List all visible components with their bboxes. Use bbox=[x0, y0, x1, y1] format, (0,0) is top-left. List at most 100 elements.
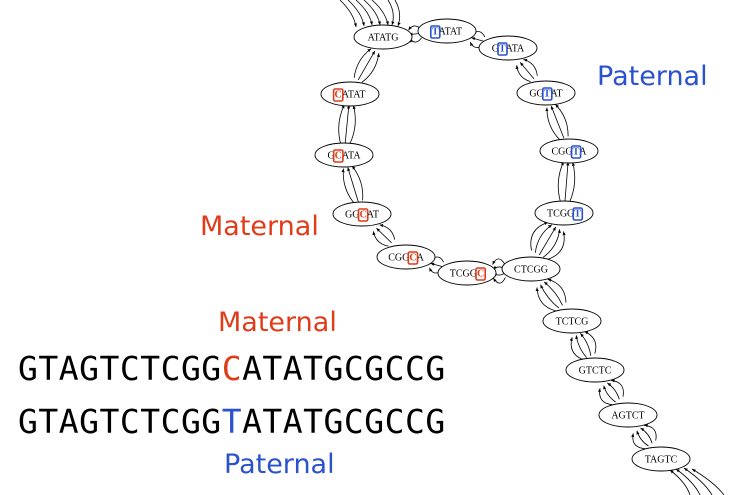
maternal-sequence-label: Maternal bbox=[218, 307, 337, 338]
kmer-node-label: TCTCG bbox=[556, 317, 589, 328]
variant-highlight-box bbox=[497, 42, 508, 56]
paternal-sequence-prefix: GTAGTCTCGG bbox=[18, 402, 222, 441]
kmer-node-shape bbox=[539, 138, 599, 164]
kmer-node-gcata: GCATA bbox=[314, 142, 374, 168]
kmer-node-cggca: CGGCA bbox=[376, 244, 436, 270]
kmer-node-shape bbox=[320, 81, 380, 107]
graph-edge bbox=[538, 226, 557, 256]
kmer-node-shape bbox=[376, 244, 436, 270]
kmer-node-label: CATAT bbox=[335, 90, 366, 101]
graph-edge bbox=[344, 104, 351, 145]
kmer-node-shape bbox=[565, 357, 625, 383]
graph-edge bbox=[347, 167, 359, 202]
graph-edge bbox=[603, 385, 616, 403]
variant-highlight-box bbox=[429, 25, 441, 39]
variant-highlight-box bbox=[357, 208, 369, 222]
graph-edge-stub bbox=[371, 0, 390, 26]
maternal-graph-label: Maternal bbox=[200, 211, 319, 242]
graph-edge bbox=[376, 227, 392, 244]
graph-edge bbox=[349, 105, 356, 145]
graph-edge-stub bbox=[669, 469, 691, 495]
variant-highlight-box bbox=[572, 207, 584, 221]
kmer-node-label: ATATG bbox=[368, 33, 399, 44]
graph-edge bbox=[530, 221, 549, 251]
graph-edge bbox=[636, 430, 649, 447]
graph-edge bbox=[584, 331, 597, 354]
graph-edge bbox=[515, 65, 531, 82]
graph-edge bbox=[492, 258, 505, 265]
kmer-node-tctcg: TCTCG bbox=[542, 308, 602, 334]
graph-edge bbox=[372, 231, 389, 247]
kmer-node-shape bbox=[353, 24, 413, 50]
variant-highlight-box bbox=[570, 145, 582, 159]
kmer-node-catat: CATAT bbox=[320, 81, 380, 107]
graph-edge bbox=[546, 231, 566, 260]
graph-edge bbox=[640, 427, 653, 444]
kmer-node-tagtc: TAGTC bbox=[631, 446, 691, 472]
kmer-node-shape bbox=[478, 35, 538, 61]
paternal-sequence: GTAGTCTCGGTATATGCGCCG bbox=[18, 405, 446, 438]
graph-edge bbox=[555, 104, 569, 137]
graph-edge bbox=[535, 287, 556, 312]
kmer-node-shape bbox=[631, 446, 691, 472]
kmer-node-tatat: TATAT bbox=[417, 18, 477, 44]
kmer-node-label: AGTCT bbox=[611, 411, 644, 422]
graph-edge bbox=[580, 333, 592, 356]
kmer-node-label: GTCTC bbox=[579, 366, 612, 377]
kmer-node-tcggt: TCGGT bbox=[534, 200, 594, 226]
kmer-node-label: TAGTC bbox=[645, 455, 678, 466]
graph-edge-stub bbox=[394, 0, 401, 27]
graph-edge bbox=[357, 50, 376, 81]
graph-edge bbox=[569, 162, 576, 203]
kmer-node-ggcat: GGCAT bbox=[332, 201, 392, 227]
graph-edge bbox=[519, 62, 535, 79]
kmer-node-tcggc: TCGGC bbox=[437, 260, 497, 286]
graph-edges bbox=[338, 0, 725, 495]
graph-edge bbox=[597, 388, 613, 406]
graph-edge-stub bbox=[363, 0, 382, 26]
graph-edge bbox=[351, 165, 364, 201]
graph-edge bbox=[547, 278, 567, 303]
graph-edge bbox=[542, 229, 561, 258]
kmer-node-label: GGCAT bbox=[345, 210, 379, 221]
variant-highlight-box bbox=[332, 149, 344, 163]
graph-edge bbox=[493, 277, 506, 284]
variant-highlight-box bbox=[475, 267, 486, 281]
kmer-node-gtata: GTATA bbox=[478, 35, 538, 61]
kmer-node-ctcgg: CTCGG bbox=[501, 256, 561, 282]
kmer-node-cggta: CGGTA bbox=[539, 138, 599, 164]
paternal-sequence-suffix: ATATGCGCCG bbox=[242, 402, 446, 441]
graph-edge bbox=[341, 168, 355, 204]
maternal-sequence-suffix: ATATGCGCCG bbox=[242, 349, 446, 388]
graph-edge bbox=[338, 104, 345, 144]
variant-highlight-box bbox=[541, 87, 553, 101]
graph-edge bbox=[353, 48, 372, 78]
maternal-sequence-prefix: GTAGTCTCGG bbox=[18, 349, 222, 388]
kmer-node-label: GCATA bbox=[327, 151, 361, 162]
kmer-node-shape bbox=[332, 201, 392, 227]
kmer-node-label: CTCGG bbox=[514, 265, 548, 276]
graph-edge bbox=[543, 281, 563, 306]
graph-edge bbox=[523, 58, 538, 76]
graph-edge bbox=[534, 224, 553, 253]
kmer-node-label: GTATA bbox=[492, 44, 525, 55]
kmer-node-shape bbox=[598, 402, 658, 428]
kmer-node-agtct: AGTCT bbox=[598, 402, 658, 428]
graph-edge bbox=[610, 379, 624, 397]
maternal-sequence: GTAGTCTCGGCATATGCGCCG bbox=[18, 352, 446, 385]
graph-edge-stub bbox=[339, 0, 358, 28]
kmer-node-shape bbox=[314, 142, 374, 168]
graph-edge bbox=[379, 223, 396, 240]
kmer-node-shape bbox=[516, 80, 576, 106]
graph-edge-stub bbox=[683, 467, 713, 495]
paternal-sequence-label: Paternal bbox=[224, 449, 335, 480]
paternal-variant-base: T bbox=[221, 402, 243, 441]
kmer-node-label: TCGGC bbox=[450, 269, 484, 280]
graph-edge bbox=[361, 53, 380, 83]
graph-edge bbox=[557, 161, 564, 202]
graph-edge bbox=[644, 424, 657, 441]
graph-edge bbox=[471, 37, 484, 42]
graph-edge-stub bbox=[347, 0, 366, 27]
graph-edge-stub bbox=[675, 468, 701, 495]
